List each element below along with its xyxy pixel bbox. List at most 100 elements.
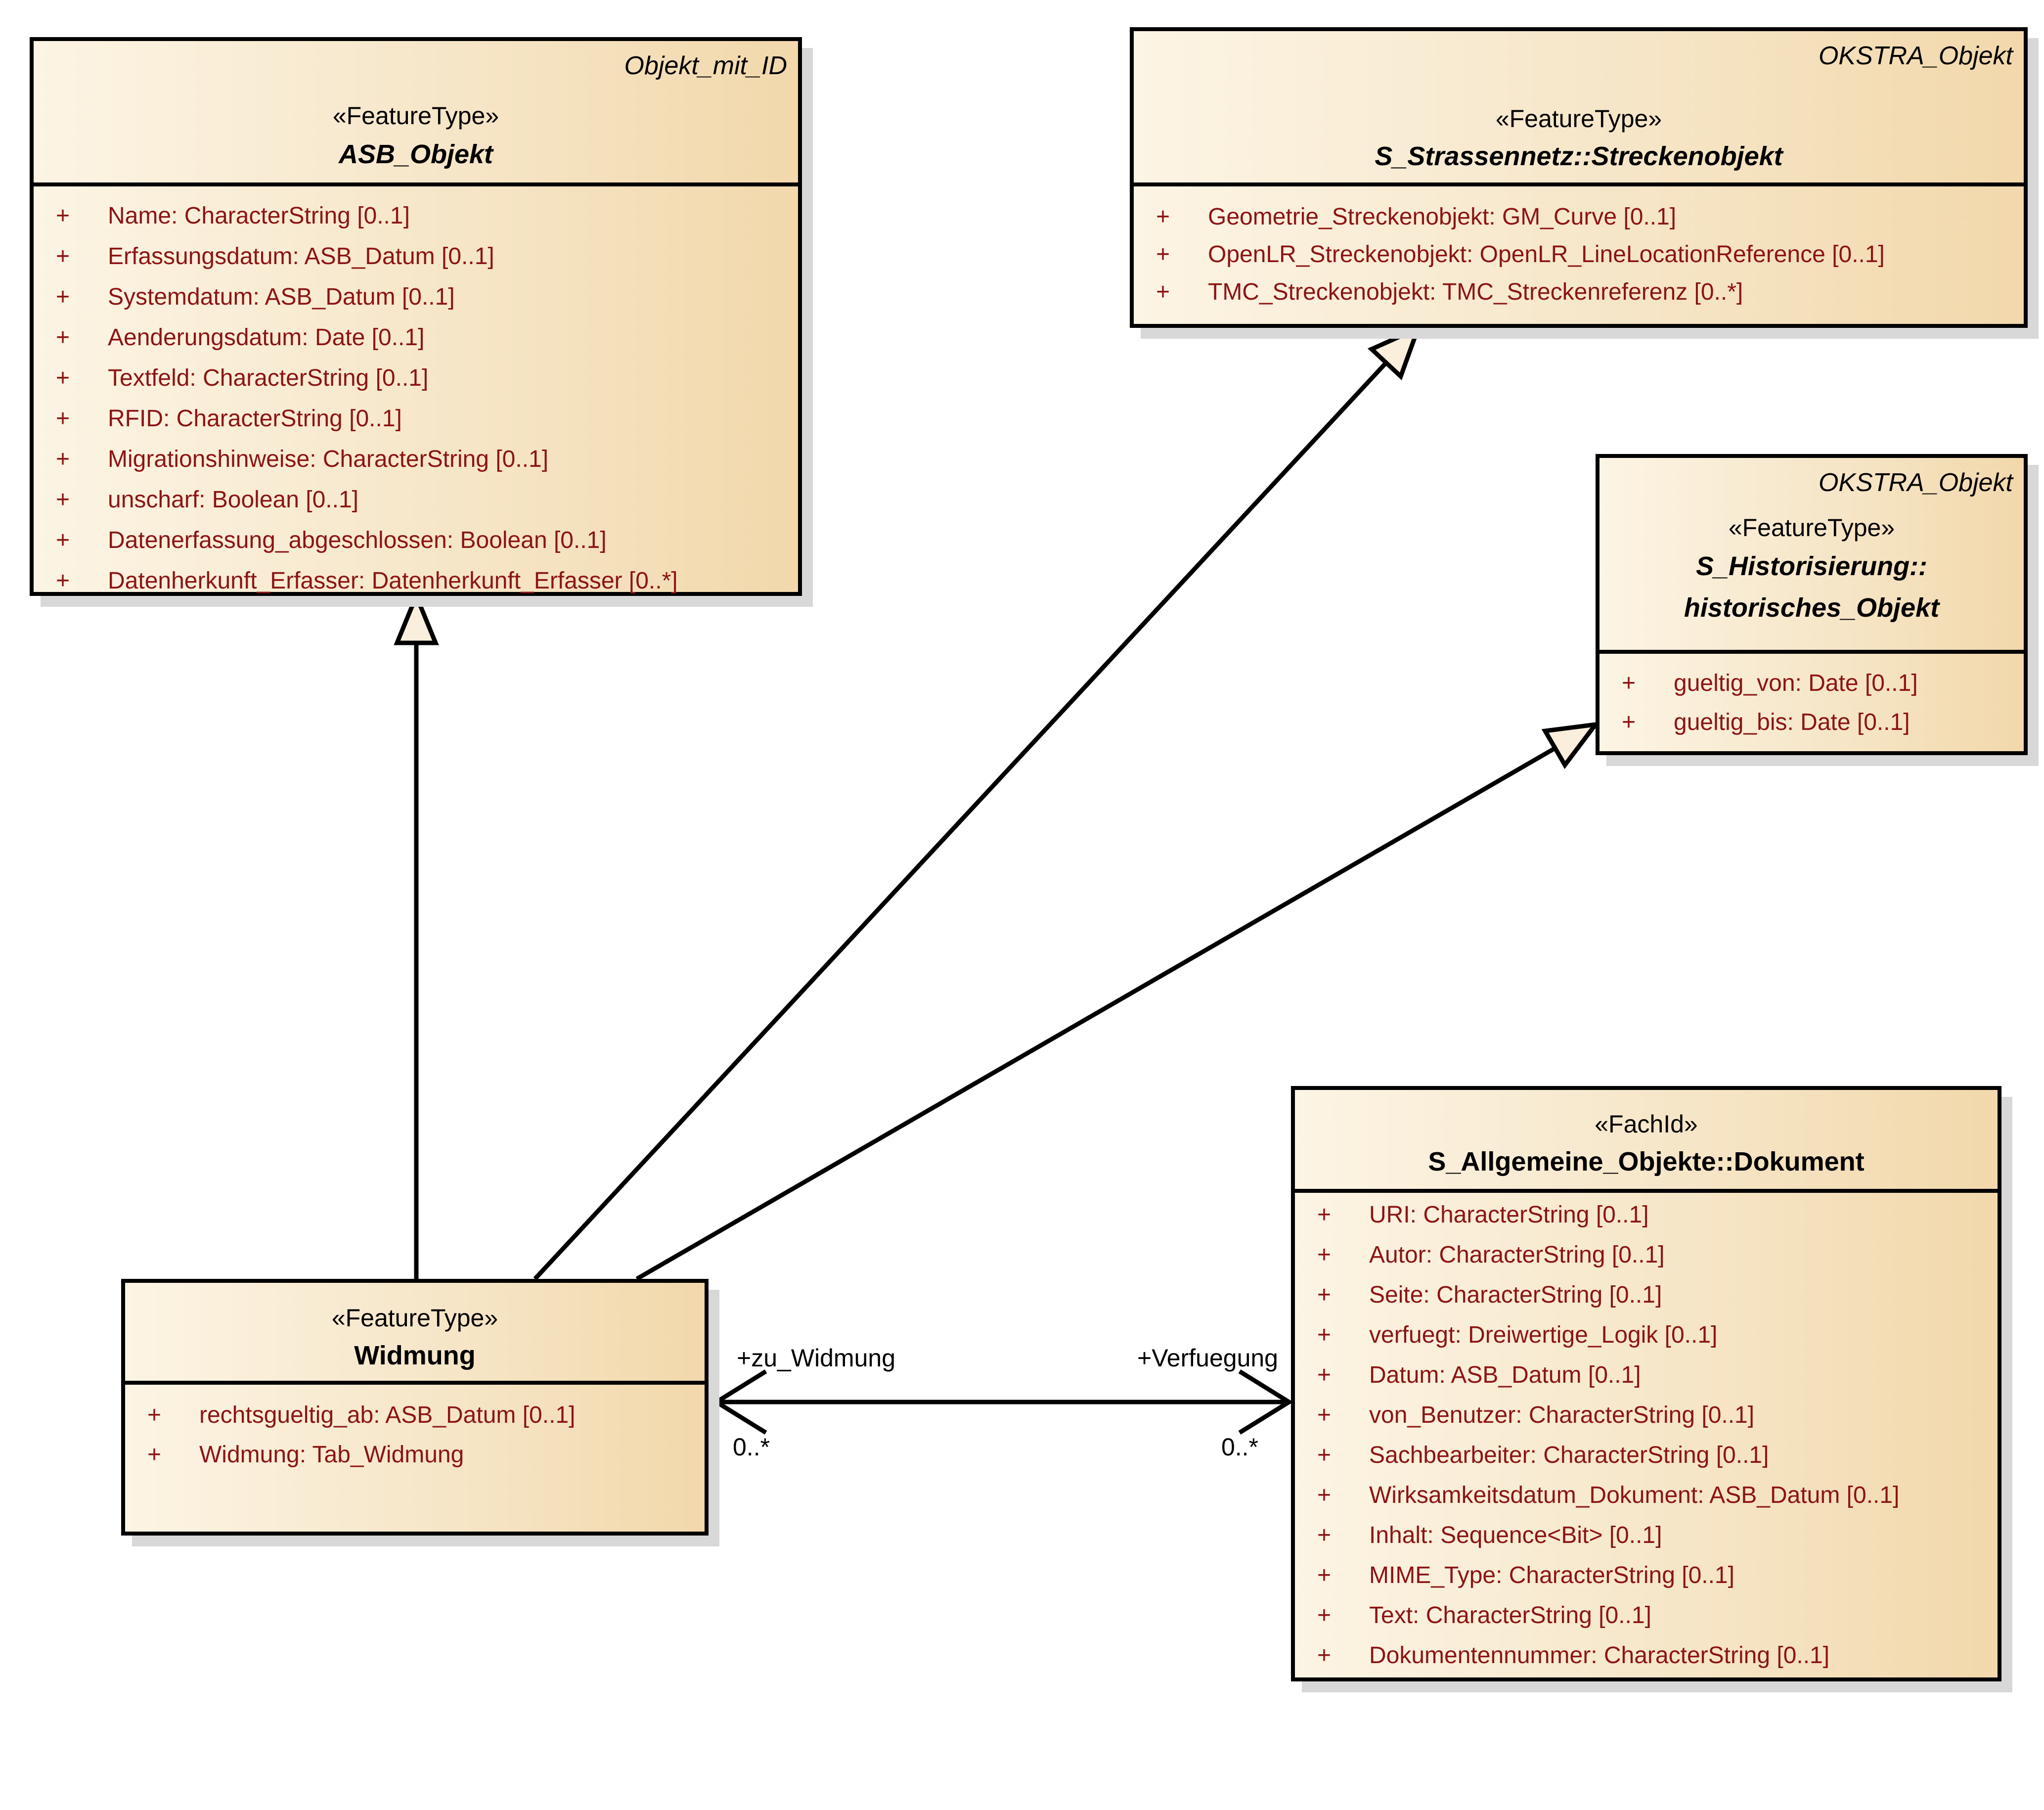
visibility-symbol: + — [1622, 709, 1636, 735]
assoc-role-verfuegung: +Verfuegung — [1137, 1344, 1278, 1372]
attribute-row: + Migrationshinweise: CharacterString [0.… — [56, 439, 790, 480]
attribute-text: Textfeld: CharacterString [0..1] — [108, 365, 429, 391]
attribute-row: + Erfassungsdatum: ASB_Datum [0..1] — [56, 236, 790, 277]
visibility-symbol: + — [56, 406, 70, 432]
visibility-symbol: + — [1156, 241, 1170, 268]
association-arrowhead-left — [712, 1369, 767, 1435]
generalization-line-widmung-streckenobjekt — [533, 361, 1388, 1281]
attribute-text: Wirksamkeitsdatum_Dokument: ASB_Datum [0… — [1369, 1482, 1900, 1508]
attribute-text: TMC_Streckenobjekt: TMC_Streckenreferenz… — [1208, 279, 1743, 305]
attribute-row: + verfuegt: Dreiwertige_Logik [0..1] — [1317, 1315, 1990, 1355]
attribute-text: Seite: CharacterString [0..1] — [1369, 1282, 1662, 1308]
visibility-symbol: + — [56, 446, 70, 472]
generalization-line-widmung-historisches-objekt — [635, 746, 1556, 1281]
attribute-text: gueltig_von: Date [0..1] — [1674, 670, 1918, 696]
attribute-row: +Geometrie_Streckenobjekt: GM_Curve [0..… — [1156, 198, 2016, 236]
attribute-row: + Seite: CharacterString [0..1] — [1317, 1275, 1990, 1315]
class-name: ASB_Objekt — [338, 139, 493, 169]
attribute-text: MIME_Type: CharacterString [0..1] — [1369, 1562, 1734, 1588]
attribute-row: +Aenderungsdatum: Date [0..1] — [56, 317, 790, 358]
class-header: OKSTRA_Objekt «FeatureType» S_Historisie… — [1600, 458, 2024, 654]
attribute-compartment: + Name: CharacterString [0..1] + Erfassung… — [34, 186, 798, 601]
attribute-text: Datenherkunft_Erfasser: Datenherkunft_Er… — [108, 568, 678, 594]
visibility-symbol: + — [1317, 1602, 1332, 1629]
assoc-mult-left: 0..* — [733, 1433, 770, 1461]
class-name: S_Allgemeine_Objekte::Dokument — [1428, 1147, 1865, 1176]
attribute-row: +OpenLR_Streckenobjekt: OpenLR_LineLocat… — [1156, 236, 2016, 273]
attribute-text: Widmung: Tab_Widmung — [199, 1442, 464, 1468]
generalization-arrowhead-streckenobjekt — [1367, 324, 1422, 380]
attribute-text: Erfassungsdatum: ASB_Datum [0..1] — [108, 243, 494, 270]
class-name: S_Strassennetz::Streckenobjekt — [1375, 141, 1783, 171]
attribute-text: Systemdatum: ASB_Datum [0..1] — [108, 284, 455, 310]
attribute-text: gueltig_bis: Date [0..1] — [1674, 709, 1910, 735]
visibility-symbol: + — [1317, 1522, 1332, 1548]
attribute-compartment: + URI: CharacterString [0..1] +Autor: Cha… — [1295, 1193, 1998, 1675]
attribute-row: + gueltig_bis: Date [0..1] — [1622, 703, 2016, 742]
class-box-widmung[interactable]: «FeatureType» Widmung + rechtsgueltig_ab:… — [121, 1279, 709, 1536]
class-stereotype: «FeatureType» — [1495, 105, 1662, 133]
visibility-symbol: + — [56, 568, 70, 594]
class-header: «FeatureType» Widmung — [125, 1283, 705, 1385]
attribute-text: URI: CharacterString [0..1] — [1369, 1202, 1649, 1228]
attribute-row: + Datenherkunft_Erfasser: Datenherkunft_E… — [56, 561, 790, 601]
class-box-dokument[interactable]: «FachId» S_Allgemeine_Objekte::Dokument … — [1291, 1086, 2001, 1681]
class-box-asb-objekt[interactable]: Objekt_mit_ID «FeatureType» ASB_Objekt +… — [30, 37, 802, 596]
attribute-text: Migrationshinweise: CharacterString [0..… — [108, 446, 549, 472]
assoc-role-zu-widmung: +zu_Widmung — [737, 1344, 895, 1372]
class-name-line2: historisches_Objekt — [1684, 593, 1940, 623]
class-stereotype: «FeatureType» — [331, 1304, 498, 1332]
visibility-symbol: + — [147, 1402, 162, 1428]
attribute-row: + Textfeld: CharacterString [0..1] — [56, 358, 790, 399]
visibility-symbol: + — [1156, 279, 1170, 305]
class-box-historisches-objekt[interactable]: OKSTRA_Objekt «FeatureType» S_Historisie… — [1596, 454, 2028, 755]
visibility-symbol: + — [56, 365, 70, 391]
visibility-symbol: + — [56, 284, 70, 310]
visibility-symbol: + — [1317, 1322, 1332, 1348]
class-stereotype: «FeatureType» — [1728, 514, 1895, 542]
attribute-row: +MIME_Type: CharacterString [0..1] — [1317, 1555, 1990, 1595]
attribute-text: von_Benutzer: CharacterString [0..1] — [1369, 1402, 1755, 1428]
attribute-text: verfuegt: Dreiwertige_Logik [0..1] — [1369, 1322, 1718, 1348]
visibility-symbol: + — [1622, 670, 1636, 696]
class-name: Widmung — [354, 1341, 476, 1370]
attribute-text: rechtsgueltig_ab: ASB_Datum [0..1] — [199, 1402, 576, 1428]
attribute-row: +Dokumentennummer: CharacterString [0..1… — [1317, 1635, 1990, 1675]
class-stereotype: «FeatureType» — [332, 102, 499, 130]
attribute-row: + gueltig_von: Date [0..1] — [1622, 664, 2016, 703]
class-header: OKSTRA_Objekt «FeatureType» S_Strassenne… — [1134, 31, 2024, 186]
assoc-mult-right: 0..* — [1221, 1433, 1258, 1461]
visibility-symbol: + — [1317, 1402, 1332, 1428]
attribute-compartment: + gueltig_von: Date [0..1] + gueltig_bis: … — [1600, 654, 2024, 742]
generalization-arrowhead-historisches-objekt — [1541, 722, 1601, 769]
visibility-symbol: + — [1317, 1282, 1332, 1308]
attribute-row: +Inhalt: Sequence<Bit> [0..1] — [1317, 1515, 1990, 1555]
attribute-text: Text: CharacterString [0..1] — [1369, 1602, 1651, 1629]
class-header: «FachId» S_Allgemeine_Objekte::Dokument — [1295, 1090, 1998, 1193]
attribute-row: +Wirksamkeitsdatum_Dokument: ASB_Datum [… — [1317, 1475, 1990, 1515]
attribute-row: + RFID: CharacterString [0..1] — [56, 399, 790, 439]
attribute-text: unscharf: Boolean [0..1] — [108, 487, 358, 513]
class-tag: OKSTRA_Objekt — [1818, 468, 2013, 497]
generalization-arrowhead-asb — [394, 590, 439, 645]
class-header: Objekt_mit_ID «FeatureType» ASB_Objekt — [34, 41, 798, 186]
attribute-row: +Autor: CharacterString [0..1] — [1317, 1235, 1990, 1275]
attribute-text: Name: CharacterString [0..1] — [108, 203, 410, 229]
attribute-text: Aenderungsdatum: Date [0..1] — [108, 324, 425, 351]
visibility-symbol: + — [1156, 204, 1170, 230]
attribute-text: RFID: CharacterString [0..1] — [108, 406, 402, 432]
association-arrowhead-right — [1238, 1369, 1293, 1435]
visibility-symbol: + — [56, 203, 70, 229]
attribute-text: Dokumentennummer: CharacterString [0..1] — [1369, 1642, 1830, 1669]
attribute-row: + Systemdatum: ASB_Datum [0..1] — [56, 277, 790, 317]
visibility-symbol: + — [1317, 1362, 1332, 1388]
attribute-row: + rechtsgueltig_ab: ASB_Datum [0..1] — [147, 1396, 697, 1435]
visibility-symbol: + — [1317, 1242, 1332, 1268]
class-tag: OKSTRA_Objekt — [1818, 42, 2013, 70]
attribute-row: + URI: CharacterString [0..1] — [1317, 1195, 1990, 1235]
visibility-symbol: + — [56, 243, 70, 270]
class-box-streckenobjekt[interactable]: OKSTRA_Objekt «FeatureType» S_Strassenne… — [1130, 27, 2028, 328]
visibility-symbol: + — [1317, 1202, 1332, 1228]
